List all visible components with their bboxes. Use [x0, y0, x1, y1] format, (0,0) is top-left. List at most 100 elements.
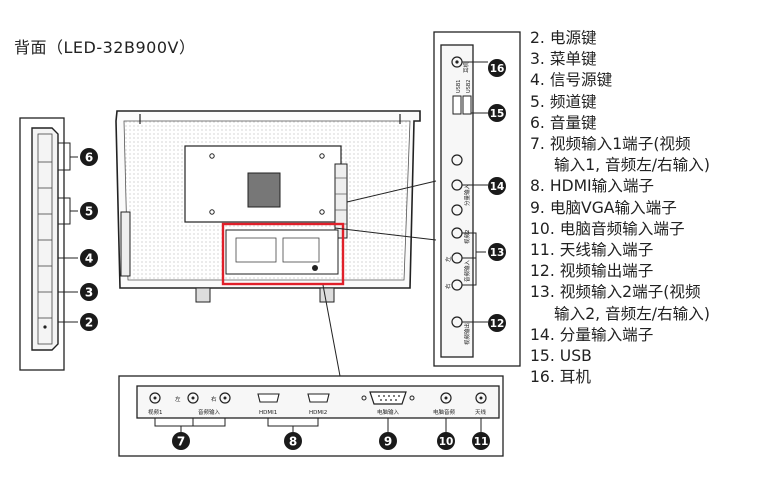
- callout-3-label: 3: [85, 286, 93, 300]
- legend-item: 16. 耳机: [530, 367, 770, 388]
- legend-item-number: 16.: [530, 368, 555, 387]
- rp-earphone-label: 耳机: [462, 61, 470, 73]
- legend-item-number: 6.: [530, 113, 545, 132]
- hdmi2-port-icon: [307, 393, 330, 403]
- legend-item-text: 视频输出端子: [559, 262, 654, 281]
- rp-usb2-label: USB2: [466, 80, 472, 93]
- rp-video2-label: 视频2: [463, 230, 471, 245]
- legend-item: 9. 电脑VGA输入端子: [530, 198, 770, 219]
- legend-item-text: 信号源键: [549, 71, 613, 90]
- legend-item-number: 15.: [530, 347, 555, 366]
- legend-item: 5. 频道键: [530, 92, 770, 113]
- callout-8-label: 8: [289, 435, 297, 449]
- callout-10: 10: [437, 432, 455, 450]
- rp-left-label: 左: [444, 256, 452, 262]
- right-connector-panel: 耳机 USB1 USB2 分量输入 视频2 音频输入 左 右 视频输出: [433, 31, 521, 367]
- legend-item: 12. 视频输出端子: [530, 261, 770, 282]
- legend-item: 14. 分量输入端子: [530, 325, 770, 346]
- callout-7-label: 7: [177, 435, 185, 449]
- usb2-port-icon: [462, 95, 472, 115]
- bp-right-label: 右: [211, 395, 217, 403]
- callout-12-label: 12: [490, 318, 505, 330]
- legend-item-number: 2.: [530, 29, 545, 47]
- rp-component-label: 分量输入: [463, 183, 471, 206]
- bp-hdmi1-label: HDMI1: [259, 410, 277, 416]
- page-title: 背面（LED-32B900V）: [14, 38, 196, 57]
- legend-item-number: 4.: [530, 71, 545, 90]
- callout-11: 11: [472, 432, 490, 450]
- legend-item-number: 12.: [530, 262, 555, 281]
- bp-left-label: 左: [175, 395, 181, 403]
- legend-item-text: 天线输入端子: [559, 241, 654, 260]
- bp-hdmi2-label: HDMI2: [309, 410, 327, 416]
- legend-item-text: 视频输入2端子(视频: [559, 283, 701, 302]
- legend-item: 2. 电源键: [530, 28, 770, 49]
- video1-jack-icon: [149, 392, 161, 404]
- legend-item-number: 10.: [530, 219, 555, 238]
- callout-6: 6: [80, 148, 98, 166]
- callout-15-label: 15: [490, 108, 505, 120]
- rp-videoout-label: 视频输出: [463, 323, 471, 345]
- legend-item-text: 视频输入1端子(视频: [549, 135, 691, 154]
- legend-item-number: 9.: [530, 198, 545, 217]
- callout-14-label: 14: [490, 181, 505, 193]
- legend-item-continuation: 输入2, 音频左/右输入): [554, 304, 710, 323]
- callout-16: 16: [488, 59, 506, 77]
- legend-item-text: 音量键: [549, 113, 597, 132]
- callout-11-label: 11: [474, 436, 489, 448]
- legend-item-text: USB: [559, 347, 592, 366]
- legend-item-number: 13.: [530, 283, 555, 302]
- power-indicator-icon: [43, 325, 47, 329]
- callout-16-label: 16: [490, 63, 505, 75]
- callout-9: 9: [379, 432, 397, 450]
- callout-4: 4: [80, 249, 98, 267]
- rp-usb1-label: USB1: [456, 80, 462, 93]
- callout-2-label: 2: [85, 316, 93, 330]
- bottom-connector-panel: 视频1 左 音频输入 右 HDMI1 HDMI2 电脑输入 电脑音频 天线: [118, 375, 504, 457]
- callout-6-label: 6: [85, 151, 93, 165]
- antenna-jack-icon: [475, 392, 487, 404]
- callout-3: 3: [80, 283, 98, 301]
- usb1-port-icon: [452, 95, 462, 115]
- legend-item-text: 菜单键: [549, 50, 597, 69]
- legend-item-number: 5.: [530, 92, 545, 111]
- bp-audio-label: 音频输入: [198, 408, 221, 416]
- legend-item-number: 14.: [530, 325, 555, 344]
- legend-item-text: 耳机: [559, 368, 591, 387]
- audio1-right-jack-icon: [219, 392, 231, 404]
- legend-item-text: 电脑VGA输入端子: [549, 198, 677, 217]
- legend-item-text: HDMI输入端子: [549, 177, 655, 196]
- bp-antenna-label: 天线: [475, 408, 487, 416]
- callout-12: 12: [488, 314, 506, 332]
- callout-13: 13: [488, 243, 506, 261]
- bp-pc-audio-label: 电脑音频: [433, 408, 456, 416]
- legend-item: 6. 音量键: [530, 113, 770, 134]
- component-pr-jack-icon: [451, 204, 463, 216]
- legend-item: 7. 视频输入1端子(视频输入1, 音频左/右输入): [530, 134, 770, 176]
- callout-14: 14: [488, 177, 506, 195]
- legend-item-number: 11.: [530, 241, 555, 260]
- callout-8: 8: [284, 432, 302, 450]
- legend-item-text: 电源键: [549, 29, 597, 47]
- legend-item: 10. 电脑音频输入端子: [530, 219, 770, 240]
- pc-audio-jack-icon: [440, 392, 452, 404]
- callout-2: 2: [80, 313, 98, 331]
- legend-item: 11. 天线输入端子: [530, 240, 770, 261]
- callout-4-label: 4: [85, 252, 93, 266]
- bp-pc-in-label: 电脑输入: [377, 408, 400, 416]
- legend-item-text: 分量输入端子: [559, 325, 654, 344]
- hdmi1-port-icon: [257, 393, 280, 403]
- legend-item-number: 8.: [530, 177, 545, 196]
- tv-back-body: [115, 110, 421, 303]
- legend-item-text: 频道键: [549, 92, 597, 111]
- legend-item: 15. USB: [530, 346, 770, 367]
- callout-5: 5: [80, 202, 98, 220]
- side-button-panel: [19, 117, 78, 371]
- rp-right-label: 右: [444, 283, 452, 289]
- component-y-jack-icon: [451, 154, 463, 166]
- legend-item-number: 3.: [530, 50, 545, 69]
- callout-5-label: 5: [85, 205, 93, 219]
- legend-item: 4. 信号源键: [530, 70, 770, 91]
